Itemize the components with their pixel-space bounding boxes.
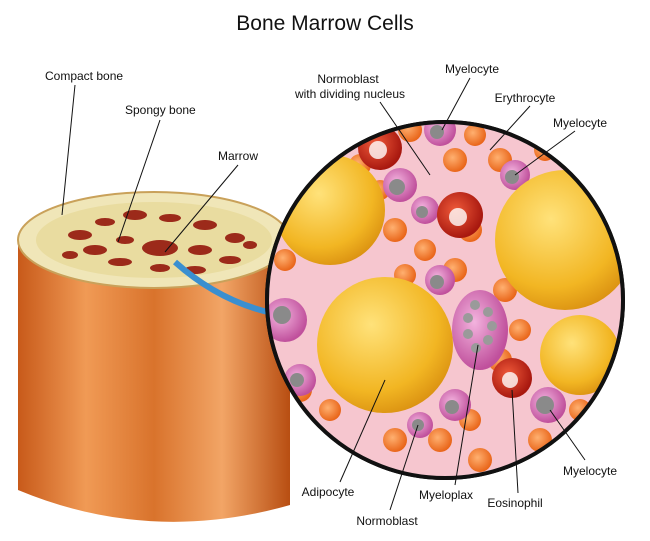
diagram-title: Bone Marrow Cells — [236, 12, 413, 35]
label-erythrocyte: Erythrocyte — [495, 91, 556, 105]
label-spongy-bone: Spongy bone — [125, 103, 196, 117]
label-myeloplax: Myeloplax — [419, 488, 473, 502]
label-normoblast-dividing-1: Normoblast — [317, 72, 379, 86]
leader-lines — [61, 77, 586, 511]
label-adipocyte: Adipocyte — [302, 485, 355, 499]
label-myelocyte-top: Myelocyte — [445, 62, 499, 76]
label-normoblast-dividing-2: with dividing nucleus — [294, 87, 405, 101]
magnified-marrow — [265, 120, 625, 480]
label-compact-bone: Compact bone — [45, 69, 123, 83]
bone-cross-section — [17, 191, 291, 522]
label-eosinophil: Eosinophil — [487, 496, 542, 510]
label-normoblast: Normoblast — [356, 514, 418, 528]
label-marrow: Marrow — [218, 149, 258, 163]
label-myelocyte-right: Myelocyte — [553, 116, 607, 130]
label-myelocyte-bottom: Myelocyte — [563, 464, 617, 478]
